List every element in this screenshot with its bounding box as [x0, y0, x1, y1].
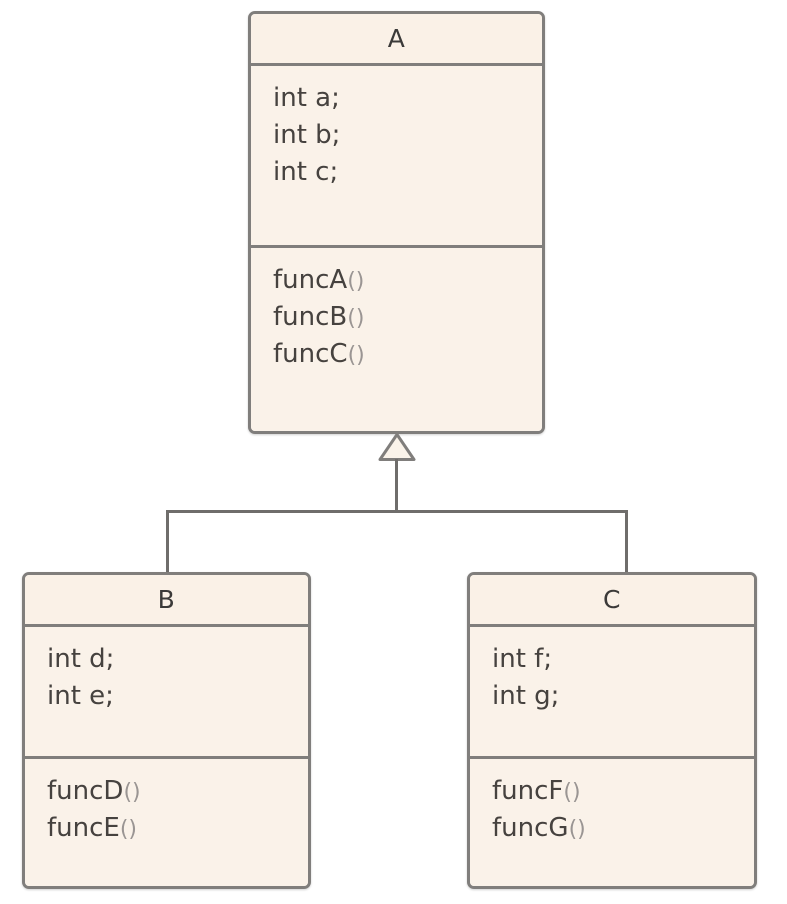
uml-operation: funcA()	[273, 265, 365, 295]
uml-attribute: int f;	[492, 644, 553, 674]
uml-operation: funcE()	[47, 812, 138, 843]
uml-class-a-attributes: int a; int b; int c;	[251, 66, 542, 248]
connector-drop-to-b	[166, 510, 169, 573]
uml-operation: funcD()	[47, 776, 141, 806]
uml-class-a-name-band: A	[251, 14, 542, 66]
uml-attribute: int g;	[492, 680, 560, 711]
uml-attribute: int c;	[273, 156, 339, 187]
uml-class-a-operations: funcA() funcB() funcC()	[251, 248, 542, 431]
uml-class-c-name-band: C	[470, 575, 754, 627]
uml-class-b-attributes: int d; int e;	[25, 627, 308, 759]
connector-drop-to-c	[625, 510, 628, 573]
uml-class-c-attributes: int f; int g;	[470, 627, 754, 759]
connector-bus-horizontal	[166, 510, 628, 513]
uml-attribute: int b;	[273, 119, 341, 150]
uml-class-c-name: C	[603, 585, 621, 614]
uml-class-a-name: A	[387, 24, 406, 53]
uml-attribute: int a;	[273, 83, 340, 113]
uml-class-b-operations: funcD() funcE()	[25, 759, 308, 886]
uml-class-c-operations: funcF() funcG()	[470, 759, 754, 886]
uml-class-a[interactable]: A int a; int b; int c; funcA() funcB() f…	[248, 11, 545, 434]
uml-operation: funcB()	[273, 301, 365, 332]
uml-operation: funcC()	[273, 338, 365, 369]
uml-class-b-name-band: B	[25, 575, 308, 627]
uml-class-b-name: B	[157, 585, 176, 614]
uml-attribute: int e;	[47, 680, 114, 711]
connector-stem-vertical	[395, 459, 398, 512]
uml-attribute: int d;	[47, 644, 115, 674]
uml-class-c[interactable]: C int f; int g; funcF() funcG()	[467, 572, 757, 889]
uml-operation: funcF()	[492, 776, 581, 806]
uml-operation: funcG()	[492, 812, 586, 843]
uml-class-b[interactable]: B int d; int e; funcD() funcE()	[22, 572, 311, 889]
